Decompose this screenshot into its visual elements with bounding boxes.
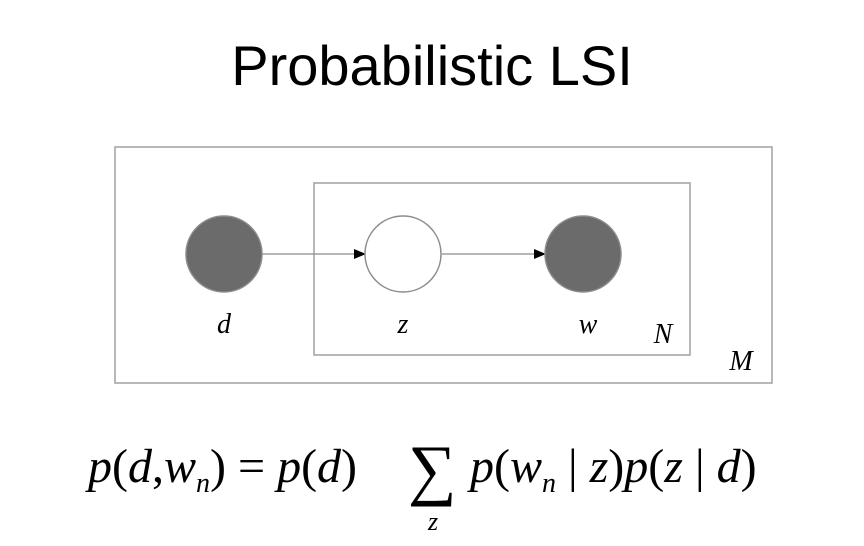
plate-m xyxy=(114,146,773,384)
node-label-z: z xyxy=(397,309,409,340)
sum-symbol: ∑ xyxy=(408,431,456,507)
slide-title: Probabilistic LSI xyxy=(231,34,633,97)
sum-index: z xyxy=(427,507,438,536)
formula: p(d,wn) = p(d) ∑ z p(wn | z)p(z | d) xyxy=(85,431,757,536)
node-label-d: d xyxy=(217,309,232,340)
node-w xyxy=(544,215,622,293)
formula-text-2: p(wn | z)p(z | d) xyxy=(467,440,757,499)
node-label-w: w xyxy=(579,309,598,340)
formula-text: p(d,wn) = p(d) xyxy=(85,440,357,499)
plate-label-n: N xyxy=(653,319,674,350)
node-d xyxy=(185,215,263,293)
plate-n xyxy=(313,182,691,356)
plate-label-m: M xyxy=(728,346,754,377)
node-z xyxy=(364,215,442,293)
